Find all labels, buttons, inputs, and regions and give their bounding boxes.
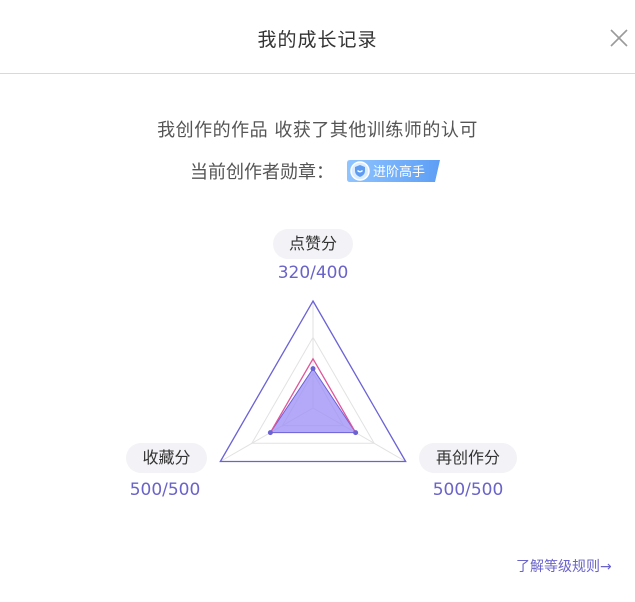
axis-value-favorites: 500/500	[129, 480, 201, 500]
badge-row: 当前创作者勋章： 进阶高手	[190, 156, 442, 186]
radar-point	[353, 430, 359, 436]
dialog-header: 我的成长记录	[0, 0, 635, 74]
radar-point	[310, 366, 316, 372]
axis-value-likes: 320/400	[277, 263, 349, 283]
axis-value-recreate: 500/500	[432, 480, 504, 500]
close-button[interactable]	[604, 24, 634, 54]
axis-label-likes: 点赞分	[273, 229, 353, 259]
badge-label: 当前创作者勋章：	[190, 162, 334, 183]
radar-point	[267, 430, 273, 436]
radar-value-area	[269, 367, 357, 434]
axis-label-recreate: 再创作分	[419, 443, 517, 473]
medal-shield-icon	[350, 161, 370, 181]
creator-badge: 进阶高手	[346, 159, 442, 183]
axis-label-favorites: 收藏分	[126, 443, 207, 473]
recognition-text: 我创作的作品 收获了其他训练师的认可	[157, 120, 478, 141]
level-rules-link[interactable]: 了解等级规则→	[516, 559, 612, 575]
badge-name: 进阶高手	[373, 165, 426, 180]
radar-grid-ring	[250, 336, 376, 444]
radar-outline	[219, 299, 407, 463]
radar-highlight-line	[269, 357, 357, 433]
dialog-title: 我的成长记录	[257, 29, 378, 51]
badge-background	[347, 160, 440, 182]
close-icon	[610, 29, 628, 47]
radar-points	[267, 366, 359, 436]
